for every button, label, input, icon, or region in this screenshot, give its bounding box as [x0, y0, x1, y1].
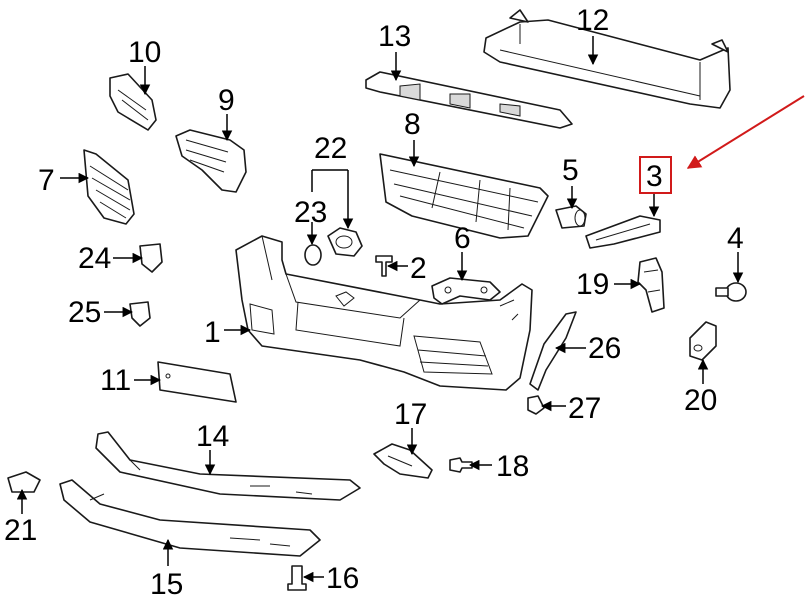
part-12-reinforcement-bar[interactable] — [483, 9, 731, 109]
part-8-center-grille[interactable] — [379, 153, 549, 239]
part-22-park-sensor[interactable] — [327, 227, 363, 257]
part-9-grille-insert[interactable] — [175, 129, 247, 193]
part-7-side-grille[interactable] — [83, 149, 135, 225]
callout-9: 9 — [218, 84, 235, 117]
callout-22: 22 — [314, 132, 347, 165]
part-21-cap[interactable] — [7, 471, 41, 493]
highlight-callout-3 — [639, 95, 805, 194]
part-17-bracket[interactable] — [373, 443, 433, 479]
callout-labels: 12 13 10 9 7 8 22 23 2 6 5 3 4 19 20 26 … — [4, 4, 744, 600]
callout-27: 27 — [568, 392, 601, 425]
callout-6: 6 — [454, 222, 471, 255]
callout-11: 11 — [100, 364, 131, 397]
callout-12: 12 — [576, 4, 609, 37]
part-3-support-rail[interactable] — [585, 215, 661, 249]
callout-21: 21 — [4, 514, 37, 547]
part-10-bracket[interactable] — [109, 73, 157, 131]
part-16-fastener[interactable] — [287, 565, 307, 591]
part-24-emblem[interactable] — [139, 243, 163, 273]
callout-13: 13 — [378, 20, 411, 53]
part-4-push-clip[interactable] — [715, 282, 747, 302]
callout-15: 15 — [150, 568, 183, 600]
part-20-clip[interactable] — [689, 321, 717, 361]
callout-23: 23 — [294, 196, 327, 229]
callout-24: 24 — [78, 242, 111, 275]
callout-1: 1 — [204, 316, 221, 349]
part-25-emblem[interactable] — [129, 301, 151, 327]
part-23-sensor-ring[interactable] — [304, 244, 322, 266]
callout-26: 26 — [588, 332, 621, 365]
callout-17: 17 — [394, 398, 427, 431]
part-6-bracket[interactable] — [431, 277, 501, 305]
callout-4: 4 — [727, 222, 744, 255]
callout-3: 3 — [646, 160, 663, 193]
callout-20: 20 — [684, 384, 717, 417]
callout-14: 14 — [196, 420, 229, 453]
callout-19: 19 — [576, 268, 609, 301]
leader-lines — [16, 36, 744, 583]
callout-16: 16 — [326, 562, 359, 595]
part-15-lower-cover[interactable] — [59, 479, 321, 557]
part-11-license-bracket[interactable] — [157, 361, 237, 403]
part-19-bracket[interactable] — [637, 257, 665, 313]
part-13-upper-absorber[interactable] — [365, 71, 573, 129]
callout-7: 7 — [38, 164, 55, 197]
part-14-lower-spoiler[interactable] — [95, 431, 361, 501]
callout-18: 18 — [496, 450, 529, 483]
callout-25: 25 — [68, 296, 101, 329]
callout-10: 10 — [128, 36, 161, 69]
part-1-bumper-cover[interactable] — [235, 235, 533, 391]
callout-5: 5 — [562, 154, 579, 187]
part-18-bolt[interactable] — [449, 457, 473, 473]
part-26-molding-strip[interactable] — [529, 311, 577, 391]
part-27-end-cap[interactable] — [527, 395, 545, 415]
callout-8: 8 — [404, 108, 421, 141]
callout-2: 2 — [410, 252, 427, 285]
part-5-sensor[interactable] — [555, 205, 587, 229]
